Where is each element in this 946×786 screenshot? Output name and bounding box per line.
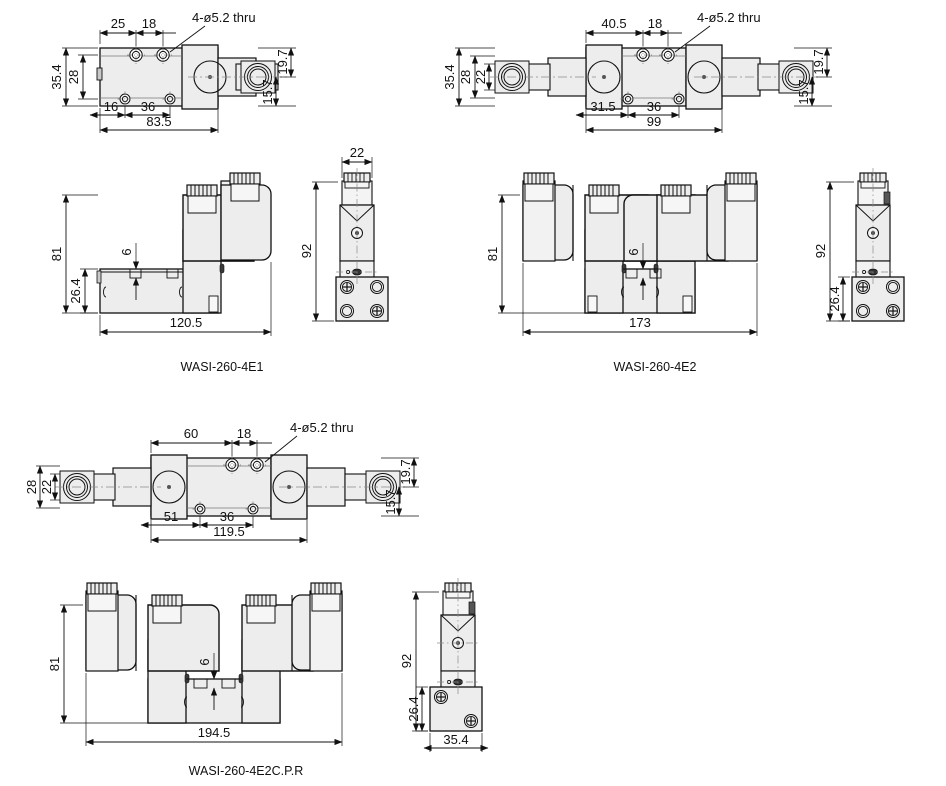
v3-dim-119-5: 119.5 <box>213 524 245 539</box>
v1-dim-120-5: 120.5 <box>170 315 203 330</box>
v3-dim-19-7: 19.7 <box>398 459 413 484</box>
v3-dim-35-4: 35.4 <box>443 732 468 747</box>
v1-dim-83-5: 83.5 <box>146 114 171 129</box>
v3-top-view: 4-ø5.2 thru 60 18 51 36 119.5 <box>24 420 419 544</box>
v2-thru-note: 4-ø5.2 thru <box>697 10 761 25</box>
v2-dim-28: 28 <box>458 70 473 84</box>
v1-dim-6: 6 <box>119 248 134 255</box>
v2-dim-6: 6 <box>626 248 641 255</box>
v2-side-view: 92 26.4 <box>813 168 905 322</box>
v1-thru-note: 4-ø5.2 thru <box>192 10 256 25</box>
v1-front-view: 81 26.4 6 120.5 <box>49 172 272 336</box>
v2-dim-18: 18 <box>648 16 662 31</box>
v1-dim-25: 25 <box>111 16 125 31</box>
v1-dim-36: 36 <box>141 99 155 114</box>
v2-dim-99: 99 <box>647 114 661 129</box>
view-wasi-260-4e2cpr: 4-ø5.2 thru 60 18 51 36 119.5 <box>24 420 489 778</box>
v3-dim-18: 18 <box>237 426 251 441</box>
v3-dim-28: 28 <box>24 480 39 494</box>
v1-dim-35-4: 35.4 <box>49 64 64 89</box>
v2-dim-81: 81 <box>485 247 500 261</box>
v3-dim-26-4: 26.4 <box>406 696 421 721</box>
v2-caption: WASI-260-4E2 <box>614 360 697 374</box>
v2-dim-26-4: 26.4 <box>827 286 842 311</box>
v2-dim-173: 173 <box>629 315 651 330</box>
v3-dim-36: 36 <box>220 509 234 524</box>
v2-dim-35-4: 35.4 <box>442 64 457 89</box>
v1-dim-19-7: 19.7 <box>275 49 290 74</box>
v3-dim-60: 60 <box>184 426 198 441</box>
v1-dim-22: 22 <box>350 145 364 160</box>
v3-dim-51: 51 <box>164 509 178 524</box>
v1-dim-18: 18 <box>142 16 156 31</box>
v1-side-view: 22 92 <box>299 145 389 322</box>
v1-caption: WASI-260-4E1 <box>181 360 264 374</box>
view-wasi-260-4e2: 4-ø5.2 thru 40.5 18 31.5 36 99 <box>442 10 905 374</box>
v3-dim-6: 6 <box>197 658 212 665</box>
view-wasi-260-4e1: 4-ø5.2 thru 25 18 16 36 83.5 <box>49 10 389 374</box>
v2-dim-31-5: 31.5 <box>590 99 615 114</box>
v3-dim-81: 81 <box>47 657 62 671</box>
v1-dim-15-7: 15.7 <box>260 79 275 104</box>
v1-top-view: 4-ø5.2 thru 25 18 16 36 83.5 <box>49 10 296 134</box>
v1-dim-28: 28 <box>66 70 81 84</box>
v2-dim-15-7: 15.7 <box>796 79 811 104</box>
v1-dim-26-4: 26.4 <box>68 278 83 303</box>
v3-dim-194-5: 194.5 <box>198 725 231 740</box>
v2-dim-19-7: 19.7 <box>811 49 826 74</box>
v1-dim-92: 92 <box>299 244 314 258</box>
v3-thru-note: 4-ø5.2 thru <box>290 420 354 435</box>
v2-top-view: 4-ø5.2 thru 40.5 18 31.5 36 99 <box>442 10 832 134</box>
v3-side-view: 92 26.4 35.4 <box>399 578 489 752</box>
v2-front-view: 81 6 173 <box>485 172 758 336</box>
v2-dim-40-5: 40.5 <box>601 16 626 31</box>
v3-caption: WASI-260-4E2C.P.R <box>189 764 304 778</box>
v2-dim-22: 22 <box>473 70 488 84</box>
v2-dim-92: 92 <box>813 244 828 258</box>
v2-dim-36: 36 <box>647 99 661 114</box>
v1-dim-16: 16 <box>104 99 118 114</box>
v3-front-view: 81 6 194.5 <box>47 582 343 746</box>
v1-dim-81: 81 <box>49 247 64 261</box>
v3-dim-92: 92 <box>399 654 414 668</box>
v3-dim-15-7: 15.7 <box>383 489 398 514</box>
v3-dim-22: 22 <box>39 480 54 494</box>
